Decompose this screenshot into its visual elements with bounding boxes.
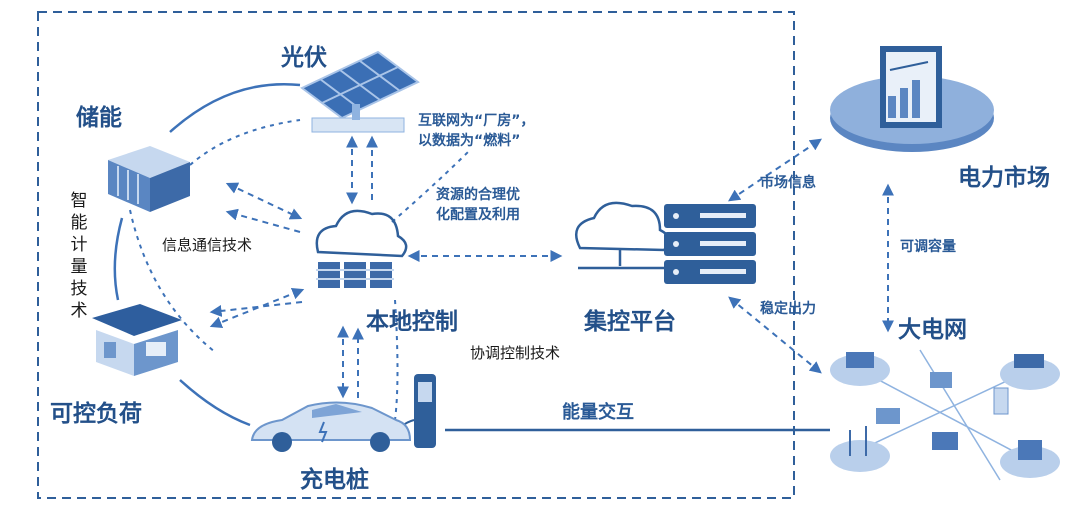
arrow-platform-grid — [728, 296, 822, 374]
info-comm-label: 信息通信技术 — [162, 236, 253, 254]
local-control-label: 本地控制 — [366, 309, 458, 335]
arrow-storage-local — [225, 182, 303, 220]
central-platform-label: 集控平台 — [584, 309, 676, 335]
power-market-icon — [830, 46, 994, 152]
dotted-arc-left — [129, 209, 216, 353]
dotted-arc-top — [189, 119, 301, 166]
smart-metering-char: 能 — [70, 213, 88, 233]
storage-label: 储能 — [76, 105, 122, 131]
resource-optimization-line1: 资源的合理优 — [436, 187, 520, 203]
energy-storage-icon — [108, 146, 190, 212]
internet-factory-line1: 互联网为“厂房”， — [418, 113, 535, 129]
house-icon — [92, 304, 182, 376]
virtual-plant-boundary — [37, 11, 795, 499]
resource-optimization-line2: 化配置及利用 — [436, 207, 520, 223]
arrow-platform-market — [728, 138, 822, 202]
controllable-load-label: 可控负荷 — [50, 401, 142, 427]
platform-server-icon — [575, 201, 756, 284]
smart-metering-char: 智 — [70, 191, 88, 211]
energy-interaction-label: 能量交互 — [562, 402, 634, 423]
smart-metering-char: 量 — [70, 257, 88, 277]
charging-pile-label: 充电桩 — [300, 467, 369, 493]
stable-output-label: 稳定出力 — [760, 301, 816, 317]
dotted-arc-bottom — [394, 299, 399, 421]
coord-control-label: 协调控制技术 — [470, 344, 561, 362]
main-grid-icon — [830, 349, 1060, 481]
arc-load-car — [179, 379, 251, 427]
adjustable-capacity-label: 可调容量 — [900, 239, 956, 255]
smart-metering-vertical-label: 智 能 计 量 技 术 — [68, 190, 90, 322]
smart-metering-char: 术 — [70, 301, 88, 321]
main-grid-label: 大电网 — [898, 317, 967, 343]
arc-storage-load — [113, 217, 124, 301]
smart-metering-char: 技 — [70, 279, 88, 299]
smart-metering-char: 计 — [70, 235, 88, 255]
arrow-local-load — [209, 301, 303, 317]
arc-storage-pv — [169, 83, 301, 133]
internet-factory-line2: 以数据为“燃料” — [418, 133, 521, 149]
charging-pile-icon — [397, 374, 436, 448]
market-info-label: 市场信息 — [760, 175, 816, 191]
dotted-arc-right — [391, 149, 471, 223]
power-market-label: 电力市场 — [958, 165, 1050, 191]
electric-car-icon — [250, 401, 412, 452]
arrow-local-storage — [225, 208, 301, 233]
local-cloud-icon — [315, 209, 408, 288]
pv-label: 光伏 — [281, 45, 327, 71]
solar-panel-icon — [300, 50, 420, 133]
